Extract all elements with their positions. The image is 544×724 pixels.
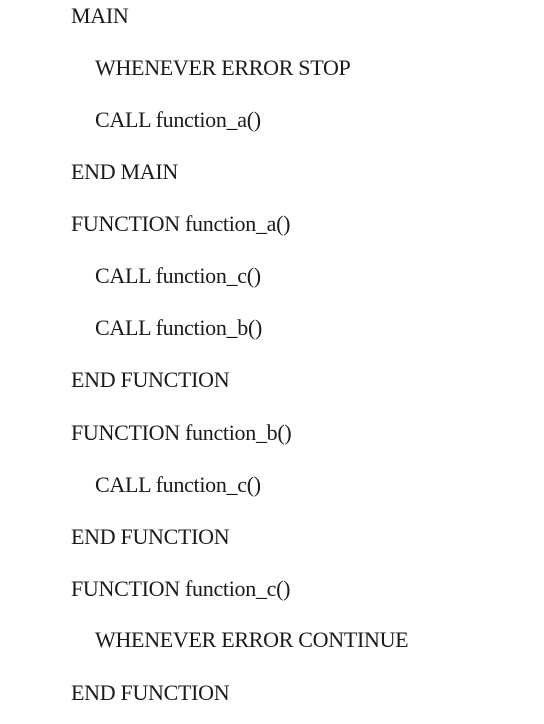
code-line-end-function: END FUNCTION bbox=[71, 524, 230, 549]
code-line-function-b-def: FUNCTION function_b() bbox=[71, 420, 292, 445]
code-line-main: MAIN bbox=[71, 3, 129, 28]
code-line-function-a-def: FUNCTION function_a() bbox=[71, 211, 291, 236]
code-line-end-main: END MAIN bbox=[71, 159, 178, 184]
code-line-call-function-c: CALL function_c() bbox=[95, 472, 261, 497]
code-line-whenever-error-stop: WHENEVER ERROR STOP bbox=[95, 55, 351, 80]
code-line-end-function: END FUNCTION bbox=[71, 367, 230, 392]
code-line-call-function-b: CALL function_b() bbox=[95, 315, 262, 340]
code-line-whenever-error-continue: WHENEVER ERROR CONTINUE bbox=[95, 627, 409, 652]
code-line-call-function-c: CALL function_c() bbox=[95, 263, 261, 288]
code-line-call-function-a: CALL function_a() bbox=[95, 107, 261, 132]
code-line-end-function: END FUNCTION bbox=[71, 680, 230, 705]
code-line-function-c-def: FUNCTION function_c() bbox=[71, 576, 291, 601]
